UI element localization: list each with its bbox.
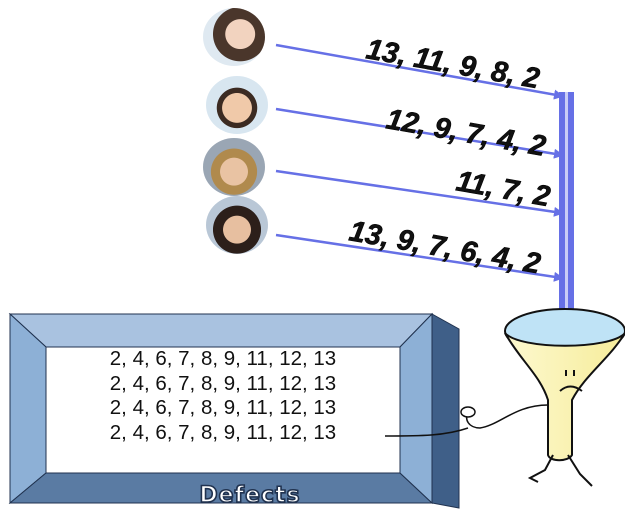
collector-arrow — [553, 92, 580, 340]
box-right-face — [399, 312, 433, 505]
sequence-label-1: 13, 11, 9, 8, 2 — [364, 33, 542, 95]
arrow-person-4 — [275, 233, 564, 282]
defects-list: 2, 4, 6, 7, 8, 9, 11, 12, 13 2, 4, 6, 7,… — [46, 347, 400, 473]
arrow-person-1 — [275, 43, 564, 100]
funnel-leg-right — [567, 454, 593, 487]
defects-line-1: 2, 4, 6, 7, 8, 9, 11, 12, 13 — [109, 347, 337, 370]
woman-portrait-icon — [203, 8, 265, 66]
defects-box: Defects — [8, 312, 460, 509]
defects-line-2: 2, 4, 6, 7, 8, 9, 11, 12, 13 — [109, 371, 337, 395]
man-portrait-blond-icon — [203, 138, 265, 196]
defects-line-4: 2, 4, 6, 7, 8, 9, 11, 12, 13 — [109, 420, 337, 444]
box-window — [45, 346, 401, 474]
man-portrait-dark-hair-icon — [206, 196, 268, 254]
defects-line-3: 2, 4, 6, 7, 8, 9, 11, 12, 13 — [109, 396, 337, 419]
sequence-label-4: 13, 9, 7, 6, 4, 2 — [347, 215, 543, 280]
sad-face — [559, 370, 583, 392]
sequence-label-2: 12, 9, 7, 4, 2 — [384, 103, 548, 163]
box-caption: Defects — [199, 483, 300, 508]
man-portrait-smiling-icon — [206, 76, 268, 134]
funnel-leg-left — [527, 454, 554, 483]
funnel-pointer — [384, 427, 469, 437]
funnel-character — [384, 308, 625, 487]
box-left-face — [9, 312, 47, 505]
arrow-person-3 — [275, 169, 564, 217]
arrow-person-2 — [275, 107, 564, 159]
funnel-arm — [466, 404, 549, 429]
box-top-face — [8, 313, 434, 348]
funnel-hand — [460, 406, 476, 418]
funnel-body — [504, 332, 625, 462]
box-right-side — [431, 313, 460, 509]
sequence-label-3: 11, 7, 2 — [454, 165, 553, 213]
